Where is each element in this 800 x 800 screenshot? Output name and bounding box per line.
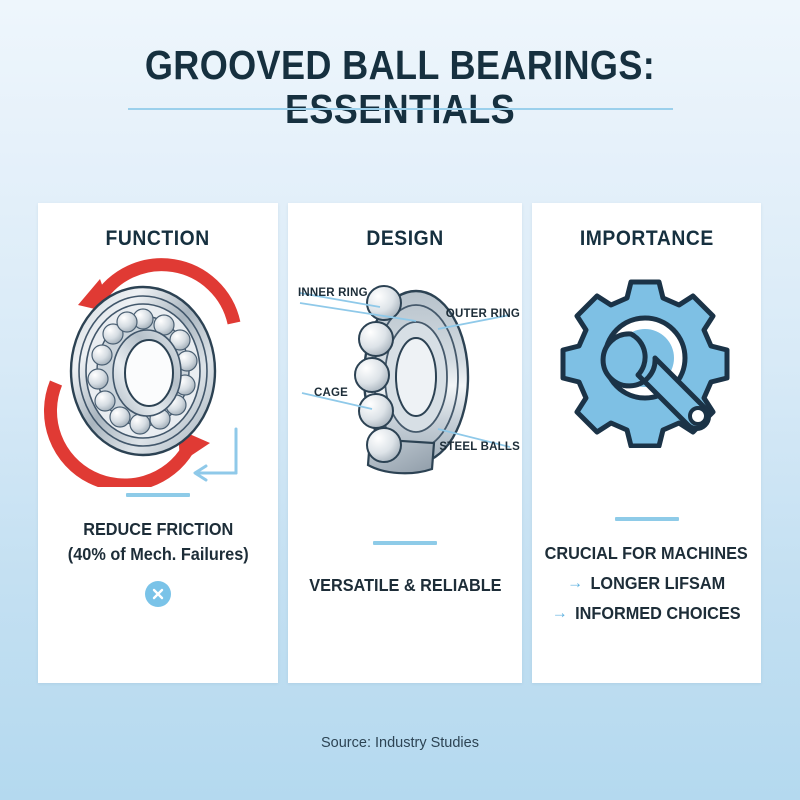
column-function-caption-line-1: REDUCE FRICTION — [82, 519, 234, 539]
column-function-caption: REDUCE FRICTION (40% of Mech. Failures) — [68, 517, 249, 567]
column-design-heading: DESIGN — [366, 227, 444, 250]
page-title: GROOVED BALL BEARINGS: ESSENTIALS — [48, 42, 752, 132]
column-importance-caption-line-1: CRUCIAL FOR MACHINES — [544, 543, 749, 563]
column-importance-caption: CRUCIAL FOR MACHINES → LONGER LIFSAM → I… — [545, 541, 748, 626]
column-design[interactable]: DESIGN — [288, 203, 522, 683]
blue-corner-arrow — [193, 427, 238, 482]
header: GROOVED BALL BEARINGS: ESSENTIALS — [0, 42, 800, 132]
column-function[interactable]: FUNCTION — [38, 203, 278, 683]
bullet-label-1: LONGER LIFSAM — [590, 572, 726, 593]
columns-container: FUNCTION — [38, 203, 761, 683]
label-steel-balls: STEEL BALLS — [439, 441, 520, 453]
arrow-right-icon: → — [552, 603, 568, 623]
x-glyph — [152, 588, 164, 599]
column-importance-divider — [614, 517, 679, 521]
gear-wrench-glyph — [560, 279, 729, 448]
x-circle-icon[interactable] — [145, 580, 171, 607]
label-inner-ring: INNER RING — [298, 287, 368, 299]
source-note: Source: Industry Studies — [321, 735, 479, 751]
column-function-caption-line-2: (40% of Mech. Failures) — [67, 543, 249, 564]
label-cage: CAGE — [314, 387, 349, 399]
column-design-divider — [373, 541, 437, 545]
ball-bearing-cutaway-diagram: INNER RING OUTER RING CAGE STEEL BALLS — [288, 251, 522, 501]
column-design-caption-line-1: VERSATILE & RELIABLE — [308, 575, 502, 595]
bullet-label-2: INFORMED CHOICES — [575, 602, 741, 623]
wrench-shape — [600, 331, 711, 431]
column-design-caption: VERSATILE & RELIABLE — [309, 573, 501, 598]
column-function-heading: FUNCTION — [105, 227, 211, 250]
column-importance[interactable]: IMPORTANCE CRUCIAL FOR MACHIN — [532, 203, 761, 683]
bullet-item-2: → INFORMED CHOICES — [545, 601, 748, 626]
column-importance-heading: IMPORTANCE — [579, 227, 714, 250]
bullet-item-1: → LONGER LIFSAM — [545, 571, 748, 596]
label-outer-ring: OUTER RING — [445, 308, 520, 320]
title-line-1: GROOVED BALL BEARINGS: — [144, 42, 656, 88]
leader-lines — [299, 292, 511, 448]
gear-wrench-icon — [532, 251, 761, 469]
column-function-divider — [126, 493, 190, 497]
steel-ball-stack — [354, 285, 402, 463]
title-divider — [128, 108, 673, 110]
arrow-right-icon: → — [567, 573, 584, 593]
steel-balls — [87, 308, 198, 435]
ball-bearing-rotation-illustration — [38, 251, 278, 487]
